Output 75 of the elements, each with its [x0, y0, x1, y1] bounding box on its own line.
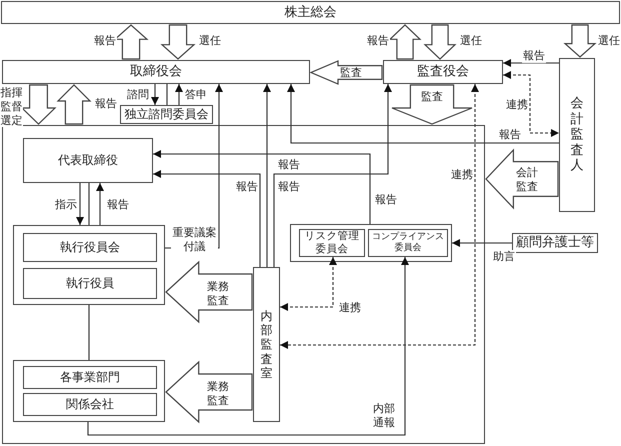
edge-label: 報告 — [366, 34, 390, 48]
block-arrow — [391, 84, 473, 125]
group-box — [290, 224, 452, 262]
edge-label: 報告 — [522, 49, 546, 63]
edge-label: 内部通報 — [372, 402, 396, 430]
process-box: 独立諮問委員会 — [120, 105, 213, 124]
edge-label: 指揮監督選定 — [0, 86, 23, 128]
process-box: 代表取締役 — [23, 138, 153, 183]
edge-label: 報告 — [277, 180, 301, 194]
dashed-arrow — [503, 71, 559, 137]
process-box: 顧問弁護士等 — [512, 233, 598, 253]
edge-label: 諮問 — [126, 88, 150, 102]
edge-label: 報告 — [235, 180, 259, 194]
block-arrow — [309, 60, 383, 85]
arrow — [153, 170, 261, 267]
edge-label: 連携 — [505, 98, 529, 112]
block-arrow — [424, 24, 456, 60]
arrow — [273, 84, 392, 267]
arrow — [87, 257, 409, 436]
arrow — [76, 183, 84, 225]
arrow — [96, 183, 104, 225]
process-box: リスク管理委員会 — [299, 229, 365, 257]
connector-line — [88, 183, 90, 225]
process-box: 監査役会 — [383, 60, 503, 84]
block-arrow — [485, 148, 559, 210]
process-box: 各事業部門 — [23, 366, 157, 389]
group-box — [13, 225, 165, 305]
block-arrow — [563, 24, 597, 58]
arrow — [151, 84, 159, 105]
arrow — [153, 150, 371, 224]
edge-label: 連携 — [450, 168, 474, 182]
connector-line — [88, 305, 90, 360]
process-box: 取締役会 — [2, 60, 310, 84]
edge-label: 選任 — [459, 34, 483, 48]
process-box: コンプライアンス委員会 — [368, 229, 448, 257]
block-arrow — [388, 24, 422, 60]
process-box: 関係会社 — [23, 393, 157, 416]
edge-label: 報告 — [498, 128, 522, 142]
process-box: 執行役員 — [23, 268, 157, 299]
edge-label: 報告 — [93, 34, 117, 48]
edge-label: 連携 — [338, 301, 362, 315]
edge-label: 選任 — [198, 34, 222, 48]
block-arrow — [160, 24, 196, 60]
connector-line — [166, 84, 168, 105]
edge-label: 助言 — [492, 250, 516, 264]
vertical-box: 会計監査人 — [559, 58, 595, 212]
block-arrow — [165, 360, 253, 424]
edge-label: 報告 — [277, 158, 301, 172]
arrow — [263, 84, 271, 267]
process-box: 執行役員会 — [23, 233, 157, 262]
edge-label: 監査 — [339, 66, 363, 80]
dashed-arrow — [280, 84, 479, 349]
block-arrow — [56, 84, 92, 125]
edge-label: 会計監査 — [515, 166, 539, 194]
arrow — [503, 59, 559, 67]
arrow — [452, 239, 512, 247]
block-arrow — [165, 260, 253, 324]
block-arrow — [20, 84, 56, 125]
edge-label: 指示 — [54, 198, 78, 212]
vertical-box: 内部監査室 — [253, 267, 280, 422]
edge-label: 重要議案付議 — [171, 226, 218, 254]
edge-label: 答申 — [184, 88, 208, 102]
group-box — [13, 360, 165, 422]
arrow — [287, 84, 559, 144]
dashed-arrow — [280, 257, 337, 311]
edge-label: 業務監査 — [206, 380, 230, 408]
edge-label: 選任 — [598, 34, 620, 48]
edge-label: 報告 — [374, 193, 398, 207]
edge-label: 報告 — [106, 198, 130, 212]
company-frame — [2, 125, 485, 444]
process-box: 株主総会 — [1, 1, 620, 24]
arrow — [175, 84, 183, 105]
edge-label: 業務監査 — [206, 280, 230, 308]
edge-label: 報告 — [94, 97, 118, 111]
edge-label: 監査 — [420, 90, 444, 104]
